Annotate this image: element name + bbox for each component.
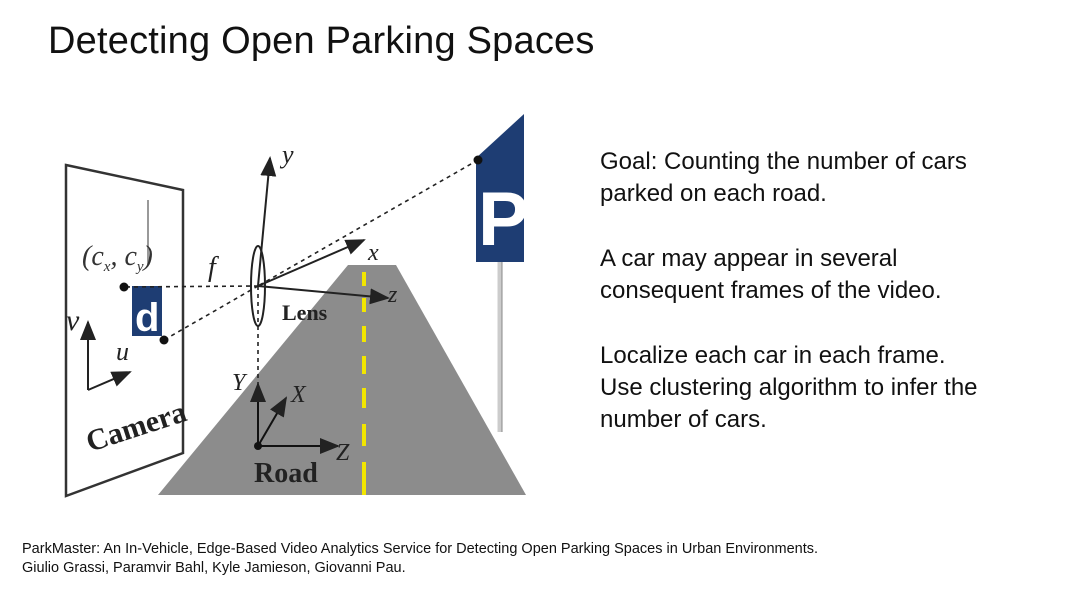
bullet-points: Goal: Counting the number of cars parked… — [600, 146, 1060, 436]
world-origin-point — [254, 442, 262, 450]
road-surface — [158, 265, 526, 495]
paper-citation: ParkMaster: An In-Vehicle, Edge-Based Vi… — [22, 540, 818, 578]
bullet-repeat-frames: A car may appear in several consequent f… — [600, 245, 942, 304]
image-axis-label-v: v — [66, 304, 80, 337]
world-axis-label-X: X — [290, 382, 307, 408]
citation-title: ParkMaster: An In-Vehicle, Edge-Based Vi… — [22, 541, 819, 557]
axis-label-x: x — [367, 240, 379, 266]
projection-rays — [123, 159, 479, 390]
axis-label-y: y — [279, 140, 294, 169]
bullet-goal: Goal: Counting the number of cars parked… — [600, 148, 967, 207]
camera-image-plane — [64, 163, 185, 498]
lens-label: Lens — [282, 300, 328, 325]
image-axis-label-u: u — [116, 337, 129, 366]
projected-sign-letter: d — [135, 296, 159, 340]
camera-axes — [257, 156, 390, 305]
image-point — [159, 335, 169, 345]
principal-point — [119, 282, 129, 292]
bullet-clustering: Use clustering algorithm to infer the nu… — [600, 374, 978, 433]
parking-sign-letter: P — [478, 177, 529, 262]
projected-sign-image — [132, 286, 162, 336]
slide-title: Detecting Open Parking Spaces — [48, 20, 595, 62]
focal-length-label: f — [208, 252, 219, 283]
road-label: Road — [254, 458, 318, 489]
citation-authors: Giulio Grassi, Paramvir Bahl, Kyle Jamie… — [22, 560, 406, 576]
sign-corner-point — [473, 155, 483, 165]
world-axis-label-Y: Y — [232, 370, 248, 396]
world-axis-label-Z: Z — [336, 440, 350, 466]
image-plane-axes — [80, 320, 132, 391]
bullet-localize: Localize each car in each frame. — [600, 342, 946, 369]
parking-sign — [476, 114, 524, 262]
world-axes — [250, 382, 340, 454]
principal-point-label: (cx, cy) — [82, 241, 153, 275]
axis-label-z: z — [387, 282, 398, 308]
